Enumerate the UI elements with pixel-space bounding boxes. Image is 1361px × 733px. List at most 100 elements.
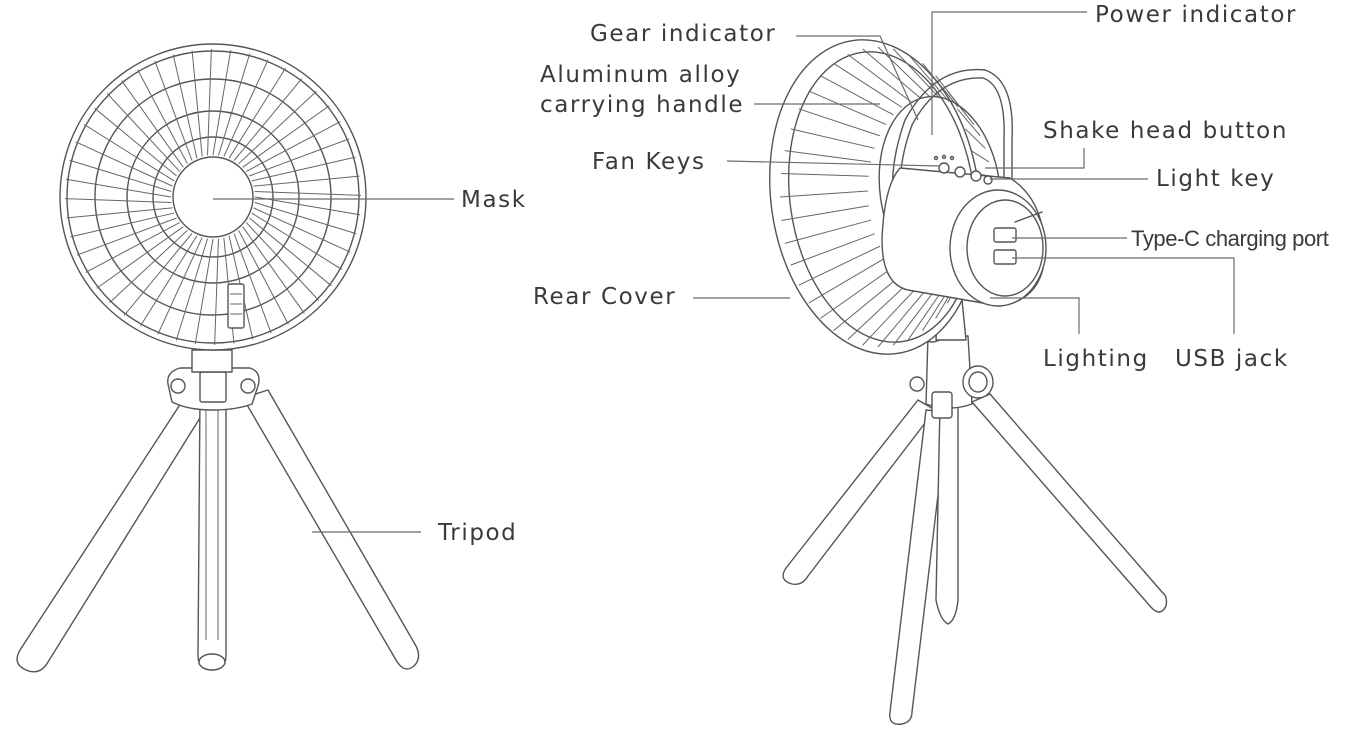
grille-spoke [94,107,177,177]
grille-rib [964,128,986,149]
grille-spoke [254,196,361,216]
grille-spoke [96,226,184,289]
grille-spoke [121,80,184,168]
grille-spoke [228,67,287,159]
grille-spoke [139,235,198,327]
grille-rib [798,245,881,286]
grille-rib [833,62,903,108]
grille-spoke [66,207,173,219]
grille-rib [784,150,872,163]
label-light-key: Light key [1156,166,1276,192]
grille-spoke [245,222,320,301]
grille-spoke [64,198,172,203]
grille-rib [970,150,990,163]
grille-spoke [137,69,188,164]
grille-spoke [69,159,172,192]
power-indicator-leader [931,11,1087,135]
grille-rib [781,173,869,177]
grille-rib [922,63,959,108]
label-rear-cover: Rear Cover [533,284,677,310]
label-handle-line2: carrying handle [540,92,745,118]
grille-spoke [218,53,251,156]
grille-spoke [214,238,219,346]
grille-spoke [123,233,193,316]
label-type-c-port: Type-C charging port [1131,226,1329,251]
grille-spoke [242,226,305,314]
label-tripod: Tripod [438,520,518,546]
gear-indicator-leader [796,35,919,121]
grille-rib [781,205,869,221]
grille-spoke [223,59,269,157]
grille-spoke [253,175,360,187]
grille-rib [847,280,912,341]
grille-rib [808,257,887,304]
grille-spoke [251,212,343,271]
label-handle-line1: Aluminum alloy [540,62,742,88]
grille-rib [790,128,875,149]
grille-spoke [254,191,362,196]
grille-rib [820,266,894,319]
grille-spoke [254,202,357,235]
grille-spoke [154,60,193,161]
label-fan-keys: Fan Keys [592,149,706,175]
grille-rib [907,54,950,102]
grille-spoke [65,178,172,198]
grille-spoke [172,54,198,159]
grille-spoke [251,156,356,182]
label-usb-jack: USB jack [1175,346,1289,372]
grille-spoke [76,217,177,256]
front-tripod [16,349,420,673]
grille-rib [808,90,887,125]
grille-rib [790,233,875,266]
shake-head-leader [985,148,1085,169]
label-power-indicator: Power indicator [1095,2,1298,28]
grille-spoke [70,212,175,238]
label-lighting: Lighting [1043,346,1149,372]
grille-rib [862,48,921,99]
grille-spoke [175,238,208,341]
grille-spoke [83,123,175,182]
grille-rib [862,283,921,346]
grille-spoke [249,217,332,287]
label-shake-head-button: Shake head button [1043,118,1289,144]
grille-spoke [106,93,181,172]
leader-lines [213,11,1235,533]
grille-spoke [212,49,232,156]
side-view-fan [768,39,1168,725]
grille-spoke [194,238,214,345]
grille-spoke [238,230,289,325]
front-view-fan [16,43,420,673]
grille-spoke [249,138,350,177]
grille-spoke [246,121,341,172]
usb-jack-leader [1012,257,1235,334]
grille-rib [784,219,872,244]
fan-keys-leader [726,160,941,167]
grille-spoke [75,141,173,187]
label-gear-indicator: Gear indicator [590,21,777,47]
lighting-leader [990,297,1080,334]
label-mask: Mask [461,187,527,213]
grille-rib [877,284,931,348]
grille-rib [798,108,880,137]
grille-spoke [233,233,272,334]
grille-spoke [191,50,203,157]
grille-rib [847,53,912,103]
grille-rib [779,190,869,198]
grille-spoke [157,237,203,335]
grille-spoke [242,105,330,168]
grille-spoke [233,78,303,161]
grille-spoke [253,207,351,253]
grille-rib [877,46,931,98]
grille-spoke [238,90,317,165]
grille-rib [946,90,975,125]
grille-rib [833,274,903,332]
grille-rib [956,108,981,137]
grille-spoke [207,48,212,156]
front-grille [59,43,367,351]
grille-spoke [109,229,188,304]
motor-housing [881,154,1047,307]
grille-rib [820,75,894,116]
grille-spoke [85,222,180,273]
